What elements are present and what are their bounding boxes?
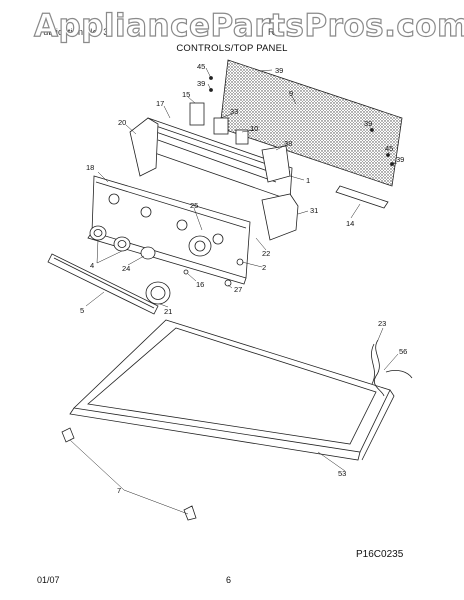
section-title: CONTROLS/TOP PANEL [176,43,288,54]
footer-date: 01/07 [37,575,60,585]
callout-56: 56 [399,347,407,356]
figure-reference: P16C0235 [356,549,404,560]
callout-24: 24 [122,264,130,273]
watermark-logo: AppliancePartsPros.com [33,7,464,44]
publication-label: Publication No. 3 [37,27,109,37]
page-header: Publication No. 3 RT AppliancePartsPros.… [0,0,464,60]
callout-18: 18 [86,163,94,172]
callout-23: 23 [378,319,386,328]
callout-53: 53 [338,469,346,478]
callout-38: 38 [284,139,292,148]
end-cap-left [129,117,159,177]
callout-10: 10 [250,124,258,133]
page-number: 6 [226,575,232,585]
callout-22: 22 [262,249,270,258]
callout-27: 27 [234,285,242,294]
panel-backsplash [219,59,403,187]
callout-45: 45 [197,62,205,71]
callout-5: 5 [80,306,84,315]
callout-33: 33 [230,107,238,116]
callout-21: 21 [164,307,172,316]
callout-45: 45 [385,144,393,153]
callout-25: 25 [190,201,198,210]
callout-4: 4 [90,261,94,270]
callout-14: 14 [346,219,354,228]
overlay-strip [335,185,389,209]
top-panel [73,319,391,453]
end-cap-right [261,193,299,241]
callout-39: 39 [275,66,283,75]
callout-39: 39 [197,79,205,88]
callout-1: 1 [306,176,310,185]
callout-39: 39 [364,119,372,128]
callout-31: 31 [310,206,318,215]
model-label: RT [268,27,280,37]
callout-16: 16 [196,280,204,289]
callout-7: 7 [117,486,121,495]
callout-15: 15 [182,90,190,99]
callout-20: 20 [118,118,126,127]
callout-39: 39 [396,155,404,164]
callout-17: 17 [156,99,164,108]
callout-9: 9 [289,89,293,98]
callout-2: 2 [262,263,266,272]
